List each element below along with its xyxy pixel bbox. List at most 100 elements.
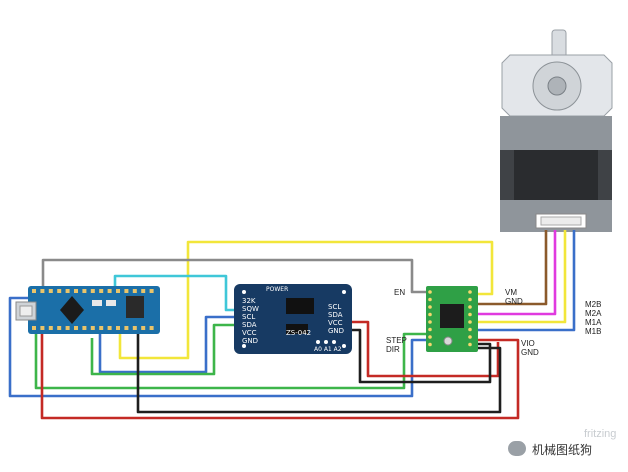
arduino-pin: [141, 326, 146, 330]
wire-blue-scl: [98, 315, 236, 374]
arduino-pin: [48, 289, 53, 293]
current-pot: [443, 336, 453, 346]
icsp-header: [126, 296, 144, 318]
rtc-pin-sqw: SQW: [242, 305, 259, 313]
arduino-pin: [149, 326, 154, 330]
wire-motor-magenta: [478, 230, 557, 316]
driver-pin: [428, 320, 432, 324]
arduino-pin: [124, 289, 129, 293]
mount-hole: [342, 290, 346, 294]
driver-pin: [468, 312, 472, 317]
driver-label-gnd2: GND: [521, 348, 539, 357]
atmega-chip: [60, 296, 84, 324]
wire-motor-brown: [478, 230, 548, 306]
address-pad: [324, 340, 328, 344]
driver-label-vio: VIO: [521, 339, 535, 348]
driver-pin: [468, 342, 472, 347]
driver-pin: [428, 297, 432, 302]
arduino-pin: [40, 326, 45, 330]
arduino-pin: [99, 326, 104, 330]
arduino-pin: [32, 326, 36, 330]
rtc-right-pin-gnd: GND: [328, 327, 345, 335]
arduino-pin: [132, 289, 137, 293]
stepper-driver: [426, 286, 478, 352]
arduino-pin: [57, 289, 62, 293]
watermark-text: 机械图纸狗: [532, 443, 593, 457]
motor-front-plate: [500, 116, 612, 150]
rtc-board: [234, 284, 352, 354]
motor-connector-slot: [540, 216, 582, 226]
driver-chip: [440, 304, 464, 328]
arduino-pin: [132, 326, 137, 330]
rtc-chip: [286, 298, 314, 314]
arduino-pin: [141, 289, 146, 293]
arduino-pin: [90, 289, 95, 293]
wire-gray-en: [41, 258, 426, 298]
rtc-power-label: POWER: [266, 286, 289, 293]
arduino-bottom-pins: [32, 326, 154, 330]
arduino-pin: [107, 289, 112, 293]
wire-black-rtc-gnd: [350, 328, 492, 384]
arduino-pin: [65, 289, 70, 293]
arduino-nano: [15, 286, 160, 334]
arduino-top-pins: [32, 289, 154, 293]
driver-pins: [428, 290, 472, 347]
rtc-model-label: ZS-042: [286, 329, 312, 337]
driver-pin: [468, 335, 472, 339]
rtc-right-pin-sda: SDA: [328, 311, 343, 319]
rtc-pin-32k: 32K: [242, 297, 256, 305]
mount-hole: [342, 344, 346, 348]
wechat-icon: [508, 441, 526, 456]
arduino-pin: [57, 326, 62, 330]
usb-port: [19, 305, 33, 317]
motor-body-shadow: [514, 150, 598, 200]
rtc-pin-sda: SDA: [242, 321, 257, 329]
wire-motor-blue: [478, 230, 576, 332]
driver-label-m2a: M2A: [585, 309, 602, 318]
motor-hub: [547, 76, 567, 96]
driver-pin: [468, 327, 472, 332]
rtc-address-label: A0 A1 A2: [314, 346, 342, 353]
arduino-pin: [149, 289, 154, 293]
driver-label-en: EN: [394, 288, 406, 297]
wire-green-loop: [34, 330, 426, 390]
arduino-pin: [74, 326, 78, 330]
arduino-pin: [82, 326, 87, 330]
wire-motor-yellow: [478, 230, 567, 324]
driver-pin: [428, 342, 432, 347]
driver-label-m2b: M2B: [585, 300, 602, 309]
arduino-pin: [116, 326, 120, 330]
address-pad: [332, 340, 336, 344]
driver-pin: [428, 312, 432, 317]
driver-label-dir: DIR: [386, 345, 400, 354]
smd-part: [92, 300, 102, 306]
arduino-pin: [40, 289, 45, 293]
rtc-module: [234, 284, 352, 354]
wire-red-rtc-vcc: [350, 320, 500, 378]
mount-hole: [242, 344, 246, 348]
arduino-pin: [48, 326, 53, 330]
arduino-pin: [65, 326, 70, 330]
driver-pin: [428, 290, 432, 294]
arduino-pin: [82, 289, 87, 293]
address-pad: [316, 340, 320, 344]
arduino-pin: [107, 326, 112, 330]
driver-pin: [468, 320, 472, 324]
arduino-pin: [32, 289, 36, 293]
driver-label-step: STEP: [386, 336, 407, 345]
driver-pin: [428, 305, 432, 309]
arduino-pin: [99, 289, 104, 293]
rtc-pin-gnd: GND: [242, 337, 259, 345]
smd-part: [106, 300, 116, 306]
stepper-motor: [500, 29, 613, 232]
driver-pin: [468, 297, 472, 302]
wire-blue-loop: [8, 296, 426, 398]
mount-hole: [242, 290, 246, 294]
arduino-pin: [124, 326, 129, 330]
eeprom-chip: [286, 324, 308, 334]
arduino-pin: [116, 289, 120, 293]
driver-pin: [468, 305, 472, 309]
driver-label-vm: VM: [505, 288, 517, 297]
